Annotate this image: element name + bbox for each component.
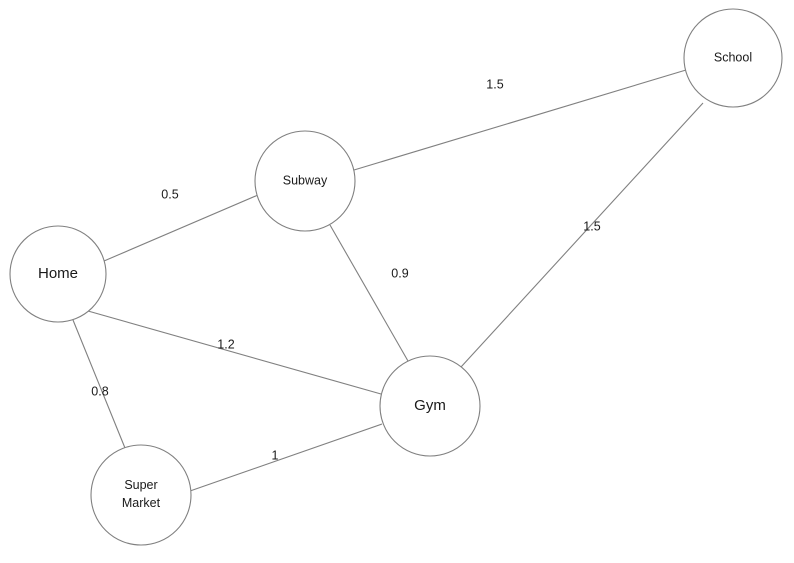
graph-edge-home-supermarket[interactable]: 0.8: [72, 319, 126, 449]
edge-line-subway-school: [353, 69, 687, 171]
edge-weight-label-home-supermarket: 0.8: [91, 384, 108, 398]
edge-line-school-gym: [460, 102, 704, 368]
edge-line-home-supermarket: [72, 319, 126, 449]
graph-node-gym[interactable]: Gym: [379, 355, 481, 457]
graph-node-subway[interactable]: Subway: [254, 130, 356, 232]
edge-line-home-subway: [103, 194, 259, 262]
graph-node-school[interactable]: School: [683, 8, 783, 108]
graph-edge-school-gym[interactable]: 1.5: [460, 102, 704, 368]
node-circle-gym[interactable]: [379, 355, 481, 457]
edge-line-supermarket-gym: [189, 423, 383, 492]
edge-weight-label-subway-school: 1.5: [486, 77, 503, 91]
edge-weight-label-supermarket-gym: 1: [272, 448, 279, 462]
graph-node-home[interactable]: Home: [9, 225, 107, 323]
node-label-gym: Gym: [414, 397, 446, 414]
graph-edge-subway-gym[interactable]: 0.9: [329, 224, 409, 362]
graph-edge-home-subway[interactable]: 0.5: [103, 187, 259, 262]
node-circle-subway[interactable]: [254, 130, 356, 232]
edge-weight-label-home-gym: 1.2: [217, 337, 234, 351]
node-label-school: School: [714, 50, 752, 64]
graph-edge-supermarket-gym[interactable]: 1: [189, 423, 383, 492]
graph-edge-home-gym[interactable]: 1.2: [87, 310, 382, 395]
node-label-home: Home: [38, 265, 78, 282]
node-circle-home[interactable]: [9, 225, 107, 323]
edge-weight-label-subway-gym: 0.9: [391, 266, 408, 280]
edge-weight-label-school-gym: 1.5: [583, 219, 600, 233]
graph-edge-subway-school[interactable]: 1.5: [353, 69, 687, 171]
edge-line-home-gym: [87, 310, 382, 395]
node-label-line-supermarket-0: Super: [124, 478, 157, 492]
node-circle-supermarket[interactable]: [90, 444, 192, 546]
edge-layer: 0.5 1.5 0.9 1.5 1.2 0.8 1: [72, 69, 704, 492]
node-label-subway: Subway: [283, 173, 328, 187]
edge-weight-label-home-subway: 0.5: [161, 187, 178, 201]
node-label-line-supermarket-1: Market: [122, 496, 161, 510]
node-circle-school[interactable]: [683, 8, 783, 108]
edge-line-subway-gym: [329, 224, 409, 362]
